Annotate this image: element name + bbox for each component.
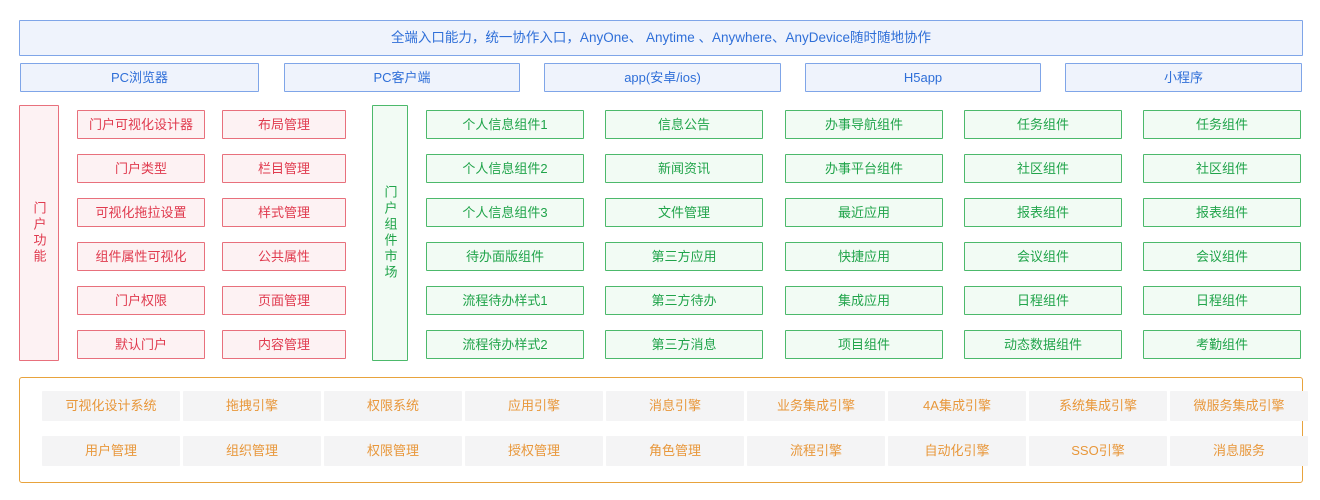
portal-market-item[interactable]: 集成应用 (785, 286, 943, 315)
portal-function-item[interactable]: 门户可视化设计器 (77, 110, 205, 139)
platform-item[interactable]: 可视化设计系统 (42, 391, 180, 421)
portal-function-item[interactable]: 门户权限 (77, 286, 205, 315)
platform-item[interactable]: 系统集成引擎 (1029, 391, 1167, 421)
portal-market-item[interactable]: 动态数据组件 (964, 330, 1122, 359)
portal-function-item[interactable]: 栏目管理 (222, 154, 346, 183)
portal-market-item[interactable]: 快捷应用 (785, 242, 943, 271)
portal-market-item[interactable]: 报表组件 (1143, 198, 1301, 227)
portal-market-item[interactable]: 信息公告 (605, 110, 763, 139)
portal-market-label: 门户组件市场 (372, 105, 408, 361)
portal-function-item[interactable]: 组件属性可视化 (77, 242, 205, 271)
portal-function-item[interactable]: 布局管理 (222, 110, 346, 139)
platform-item[interactable]: 授权管理 (465, 436, 603, 466)
portal-function-item[interactable]: 样式管理 (222, 198, 346, 227)
portal-market-item[interactable]: 办事导航组件 (785, 110, 943, 139)
platform-item[interactable]: SSO引擎 (1029, 436, 1167, 466)
portal-market-item[interactable]: 报表组件 (964, 198, 1122, 227)
portal-market-item[interactable]: 流程待办样式2 (426, 330, 584, 359)
portal-market-item[interactable]: 社区组件 (1143, 154, 1301, 183)
portal-market-item[interactable]: 项目组件 (785, 330, 943, 359)
portal-market-item[interactable]: 日程组件 (964, 286, 1122, 315)
device-pc-client[interactable]: PC客户端 (284, 63, 520, 92)
portal-market-item[interactable]: 会议组件 (964, 242, 1122, 271)
portal-market-item[interactable]: 任务组件 (1143, 110, 1301, 139)
platform-item[interactable]: 微服务集成引擎 (1170, 391, 1308, 421)
platform-item[interactable]: 角色管理 (606, 436, 744, 466)
portal-market-item[interactable]: 个人信息组件1 (426, 110, 584, 139)
portal-market-item[interactable]: 办事平台组件 (785, 154, 943, 183)
portal-function-item[interactable]: 页面管理 (222, 286, 346, 315)
portal-function-item[interactable]: 默认门户 (77, 330, 205, 359)
platform-item[interactable]: 4A集成引擎 (888, 391, 1026, 421)
top-banner: 全端入口能力，统一协作入口，AnyOne、 Anytime 、Anywhere、… (19, 20, 1303, 56)
portal-function-item[interactable]: 门户类型 (77, 154, 205, 183)
portal-function-label: 门户功能 (19, 105, 59, 361)
portal-function-item[interactable]: 内容管理 (222, 330, 346, 359)
portal-market-item[interactable]: 第三方待办 (605, 286, 763, 315)
portal-market-item[interactable]: 日程组件 (1143, 286, 1301, 315)
portal-market-item[interactable]: 个人信息组件3 (426, 198, 584, 227)
device-h5app[interactable]: H5app (805, 63, 1041, 92)
device-app[interactable]: app(安卓/ios) (544, 63, 781, 92)
portal-market-item[interactable]: 任务组件 (964, 110, 1122, 139)
device-miniprogram[interactable]: 小程序 (1065, 63, 1302, 92)
platform-item[interactable]: 消息引擎 (606, 391, 744, 421)
platform-item[interactable]: 业务集成引擎 (747, 391, 885, 421)
platform-item[interactable]: 流程引擎 (747, 436, 885, 466)
portal-market-item[interactable]: 个人信息组件2 (426, 154, 584, 183)
portal-market-item[interactable]: 会议组件 (1143, 242, 1301, 271)
platform-item[interactable]: 权限系统 (324, 391, 462, 421)
device-pc-browser[interactable]: PC浏览器 (20, 63, 259, 92)
portal-function-item[interactable]: 公共属性 (222, 242, 346, 271)
platform-item[interactable]: 权限管理 (324, 436, 462, 466)
platform-capability-panel: 可视化设计系统 拖拽引擎 权限系统 应用引擎 消息引擎 业务集成引擎 4A集成引… (19, 377, 1308, 483)
platform-item[interactable]: 用户管理 (42, 436, 180, 466)
portal-market-item[interactable]: 新闻资讯 (605, 154, 763, 183)
portal-market-item[interactable]: 考勤组件 (1143, 330, 1301, 359)
portal-function-item[interactable]: 可视化拖拉设置 (77, 198, 205, 227)
platform-item[interactable]: 拖拽引擎 (183, 391, 321, 421)
platform-item[interactable]: 应用引擎 (465, 391, 603, 421)
platform-item[interactable]: 自动化引擎 (888, 436, 1026, 466)
portal-market-item[interactable]: 第三方应用 (605, 242, 763, 271)
portal-market-item[interactable]: 待办面版组件 (426, 242, 584, 271)
portal-market-item[interactable]: 最近应用 (785, 198, 943, 227)
platform-item[interactable]: 消息服务 (1170, 436, 1308, 466)
portal-market-item[interactable]: 社区组件 (964, 154, 1122, 183)
portal-market-item[interactable]: 流程待办样式1 (426, 286, 584, 315)
portal-market-item[interactable]: 文件管理 (605, 198, 763, 227)
portal-market-item[interactable]: 第三方消息 (605, 330, 763, 359)
platform-item[interactable]: 组织管理 (183, 436, 321, 466)
